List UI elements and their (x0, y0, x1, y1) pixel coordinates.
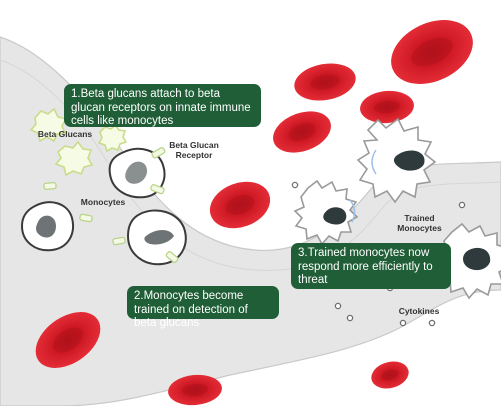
red-blood-cell (391, 20, 473, 84)
red-blood-cell (35, 312, 101, 368)
trained-monocytes-label: Trained Monocytes (397, 213, 442, 233)
step-3-callout: 3.Trained monocytes now respond more eff… (291, 243, 451, 289)
red-blood-cell (273, 111, 331, 153)
trained-monocyte (435, 222, 501, 300)
trained-monocyte (293, 179, 359, 246)
monocyte (112, 209, 187, 266)
beta-glucan-receptor-label: Beta Glucan Receptor (169, 140, 219, 160)
monocyte (20, 182, 93, 252)
red-blood-cell (294, 63, 356, 101)
red-blood-cell (168, 374, 222, 406)
cytokines-label: Cytokines (398, 306, 440, 316)
beta-glucans-label: Beta Glucans (37, 129, 93, 139)
monocyte (108, 146, 166, 199)
beta-glucan-particle (97, 123, 128, 153)
step-1-callout: 1.Beta glucans attach to beta glucan rec… (64, 84, 261, 127)
beta-glucan-particle (29, 107, 68, 143)
red-blood-cell (360, 90, 414, 124)
beta-glucan-particle (54, 140, 94, 177)
trained-monocyte (356, 117, 437, 204)
step-2-callout: 2.Monocytes become trained on detection … (127, 286, 279, 329)
red-blood-cell (371, 361, 409, 389)
monocytes-label: Monocytes (80, 197, 126, 207)
red-blood-cell (209, 181, 271, 229)
